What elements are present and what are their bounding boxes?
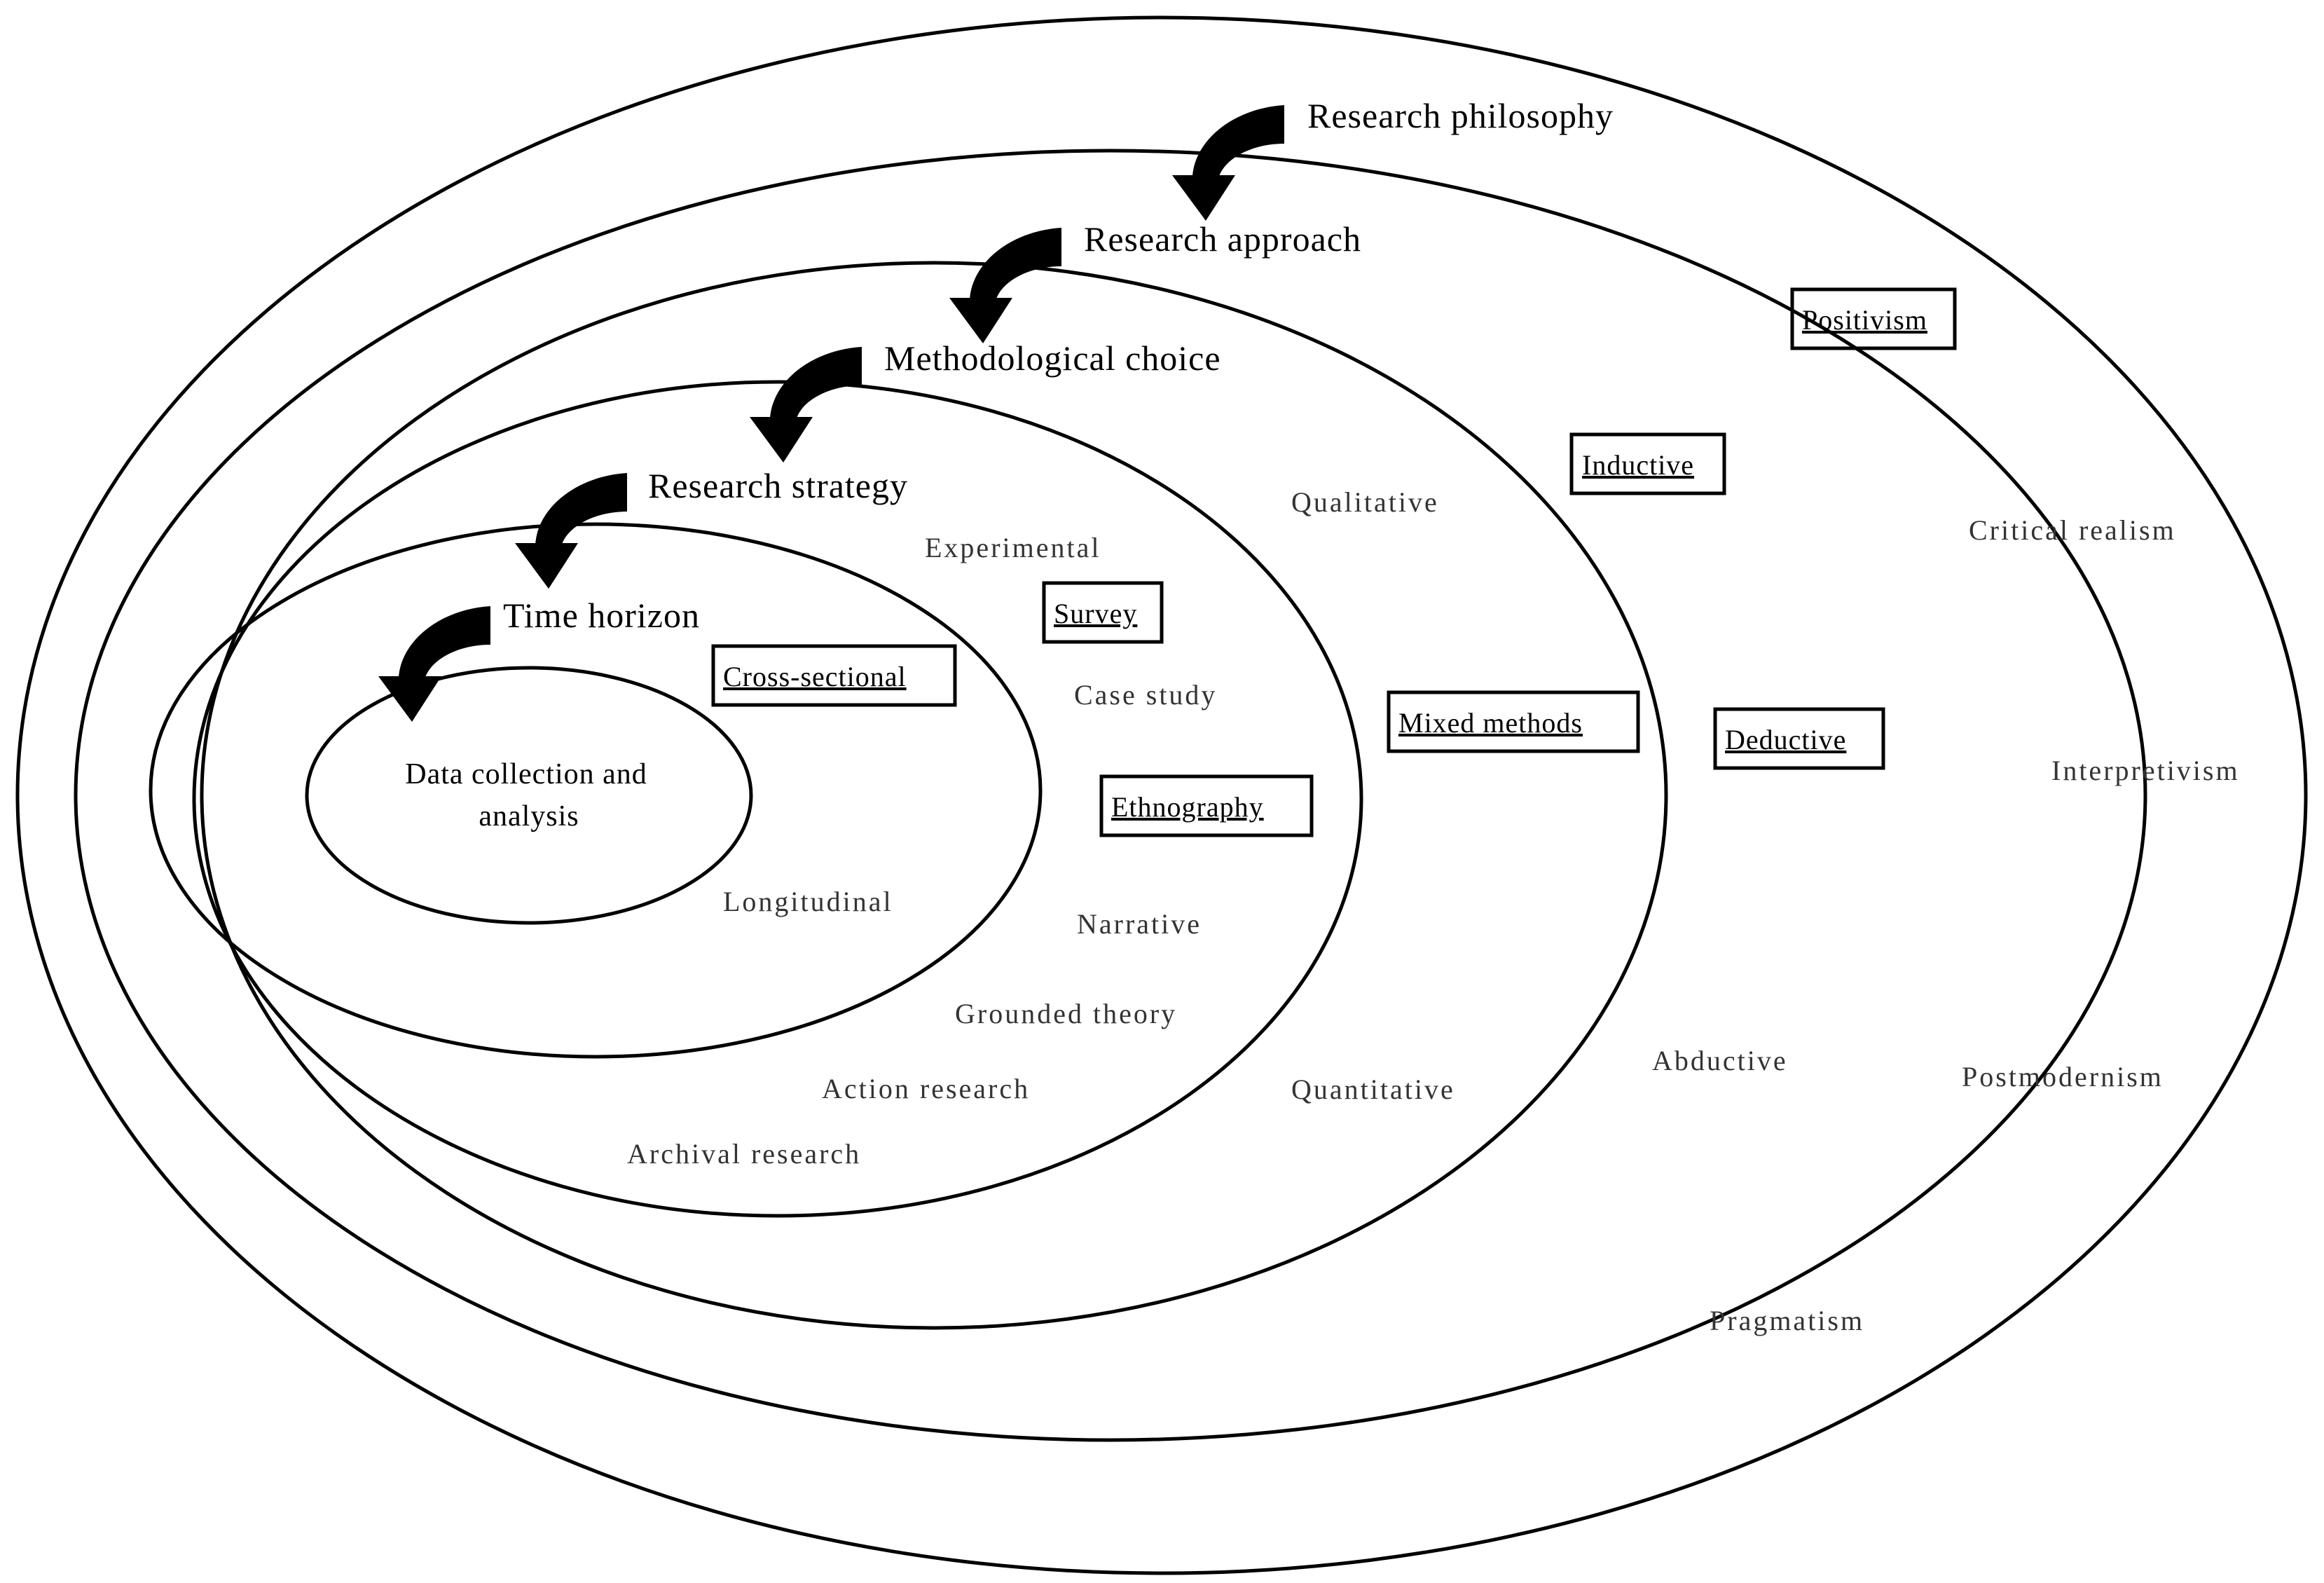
- arrow-strategy-icon: [515, 473, 627, 589]
- layer-choice-ellipse: [200, 261, 1668, 1330]
- layer-horizon-ellipse: [149, 522, 1043, 1059]
- option-cross-sectional: Cross-sectional: [723, 661, 907, 692]
- title-time-horizon: Time horizon: [503, 596, 700, 635]
- layer-strategy-ellipse: [192, 380, 1363, 1218]
- option-pragmatism: Pragmatism: [1710, 1305, 1864, 1336]
- option-mixed-methods: Mixed methods: [1398, 707, 1583, 739]
- option-positivism: Positivism: [1802, 304, 1927, 336]
- arrow-approach-icon: [949, 228, 1061, 343]
- option-quantitative: Quantitative: [1291, 1074, 1455, 1105]
- title-research-approach: Research approach: [1084, 219, 1361, 259]
- option-longitudinal: Longitudinal: [723, 886, 893, 917]
- core-label-line1: Data collection and: [405, 758, 647, 790]
- survey-highlight-box: [1042, 581, 1164, 644]
- ethnography-highlight-box: [1099, 774, 1314, 837]
- title-research-strategy: Research strategy: [648, 466, 908, 505]
- layer-approach-ellipse: [74, 149, 2147, 1442]
- option-ethnography: Ethnography: [1111, 791, 1264, 823]
- option-grounded-theory: Grounded theory: [955, 998, 1177, 1029]
- option-qualitative: Qualitative: [1291, 486, 1439, 518]
- option-narrative: Narrative: [1077, 908, 1202, 940]
- option-experimental: Experimental: [925, 532, 1101, 563]
- option-inductive: Inductive: [1582, 449, 1694, 481]
- option-interpretivism: Interpretivism: [2051, 755, 2240, 786]
- arrow-choice-icon: [750, 347, 862, 462]
- layer-philosophy-ellipse: [15, 15, 2308, 1575]
- title-research-philosophy: Research philosophy: [1307, 96, 1614, 135]
- option-case-study: Case study: [1074, 679, 1217, 711]
- option-deductive: Deductive: [1725, 724, 1846, 755]
- arrow-horizon-icon: [378, 606, 490, 722]
- option-abductive: Abductive: [1652, 1045, 1788, 1076]
- option-action-research: Action research: [822, 1073, 1030, 1104]
- core-ellipse: [305, 666, 753, 925]
- title-methodological-choice: Methodological choice: [884, 338, 1221, 378]
- positivism-highlight-box: [1790, 287, 1957, 350]
- option-archival-research: Archival research: [627, 1138, 861, 1170]
- arrow-philosophy-icon: [1172, 105, 1284, 221]
- option-survey: Survey: [1054, 598, 1137, 629]
- option-critical-realism: Critical realism: [1969, 514, 2176, 546]
- mixed-methods-highlight-box: [1387, 690, 1640, 753]
- cross-sectional-highlight-box: [711, 644, 957, 707]
- deductive-highlight-box: [1713, 707, 1885, 770]
- inductive-highlight-box: [1569, 432, 1726, 495]
- core-label-line2: analysis: [479, 800, 579, 832]
- option-postmodernism: Postmodernism: [1962, 1061, 2164, 1092]
